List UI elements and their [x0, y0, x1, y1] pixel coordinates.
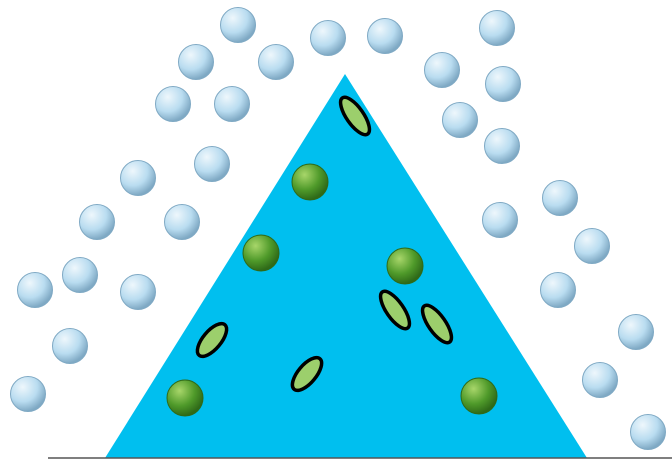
outer-sphere	[483, 203, 518, 238]
outer-sphere	[53, 329, 88, 364]
outer-sphere	[259, 45, 294, 80]
outer-sphere	[18, 273, 53, 308]
inner-sphere	[461, 378, 497, 414]
outer-sphere	[541, 273, 576, 308]
inner-sphere	[387, 248, 423, 284]
outer-sphere	[480, 11, 515, 46]
inner-sphere	[292, 164, 328, 200]
outer-sphere	[179, 45, 214, 80]
outer-sphere	[156, 87, 191, 122]
outer-sphere	[63, 258, 98, 293]
outer-sphere	[165, 205, 200, 240]
outer-sphere	[11, 377, 46, 412]
outer-sphere	[80, 205, 115, 240]
outer-sphere	[486, 67, 521, 102]
outer-sphere	[195, 147, 230, 182]
outer-sphere	[121, 161, 156, 196]
outer-sphere	[368, 19, 403, 54]
outer-sphere	[631, 415, 666, 450]
inner-sphere	[167, 380, 203, 416]
outer-sphere	[425, 53, 460, 88]
outer-sphere	[215, 87, 250, 122]
outer-sphere	[221, 8, 256, 43]
outer-sphere	[311, 21, 346, 56]
outer-sphere	[121, 275, 156, 310]
outer-sphere	[543, 181, 578, 216]
outer-sphere	[575, 229, 610, 264]
outer-sphere	[443, 103, 478, 138]
outer-sphere	[485, 129, 520, 164]
outer-sphere	[619, 315, 654, 350]
inner-sphere	[243, 235, 279, 271]
outer-sphere	[583, 363, 618, 398]
